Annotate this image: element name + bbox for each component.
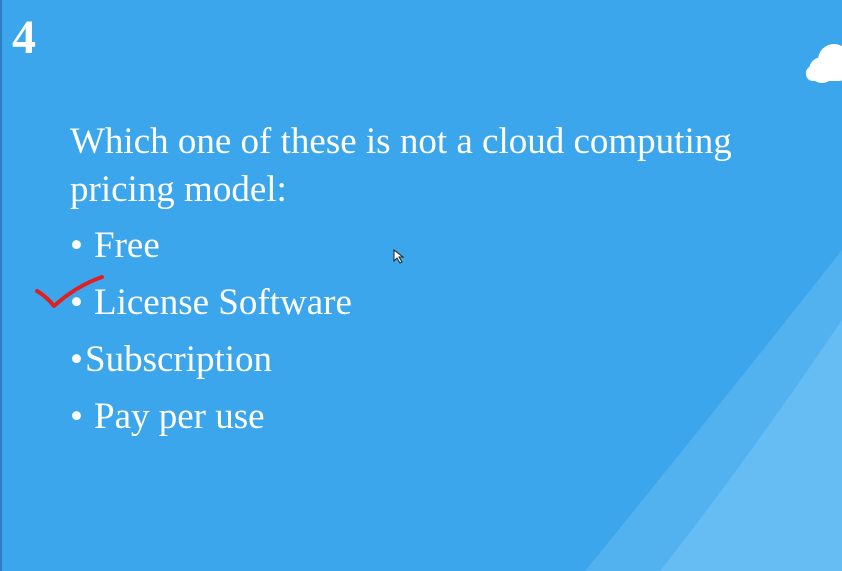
bullet: •	[70, 225, 83, 266]
bullet: •	[70, 396, 83, 437]
slide-number: 4	[12, 11, 36, 64]
bullet: •	[70, 339, 83, 380]
slide-edge	[0, 0, 2, 571]
option-free: • Free	[70, 224, 160, 268]
checkmark-icon	[35, 275, 104, 308]
option-label: Free	[94, 225, 160, 266]
option-label: License Software	[94, 282, 352, 323]
question-text: Which one of these is not a cloud comput…	[70, 121, 732, 210]
option-label: Pay per use	[94, 396, 265, 437]
option-license-software: •License Software	[70, 281, 352, 325]
option-pay-per-use: • Pay per use	[70, 395, 265, 439]
option-subscription: •Subscription	[70, 338, 272, 382]
option-label: Subscription	[85, 339, 273, 380]
background-swoosh-light	[660, 320, 842, 571]
mouse-cursor-icon	[393, 249, 405, 264]
